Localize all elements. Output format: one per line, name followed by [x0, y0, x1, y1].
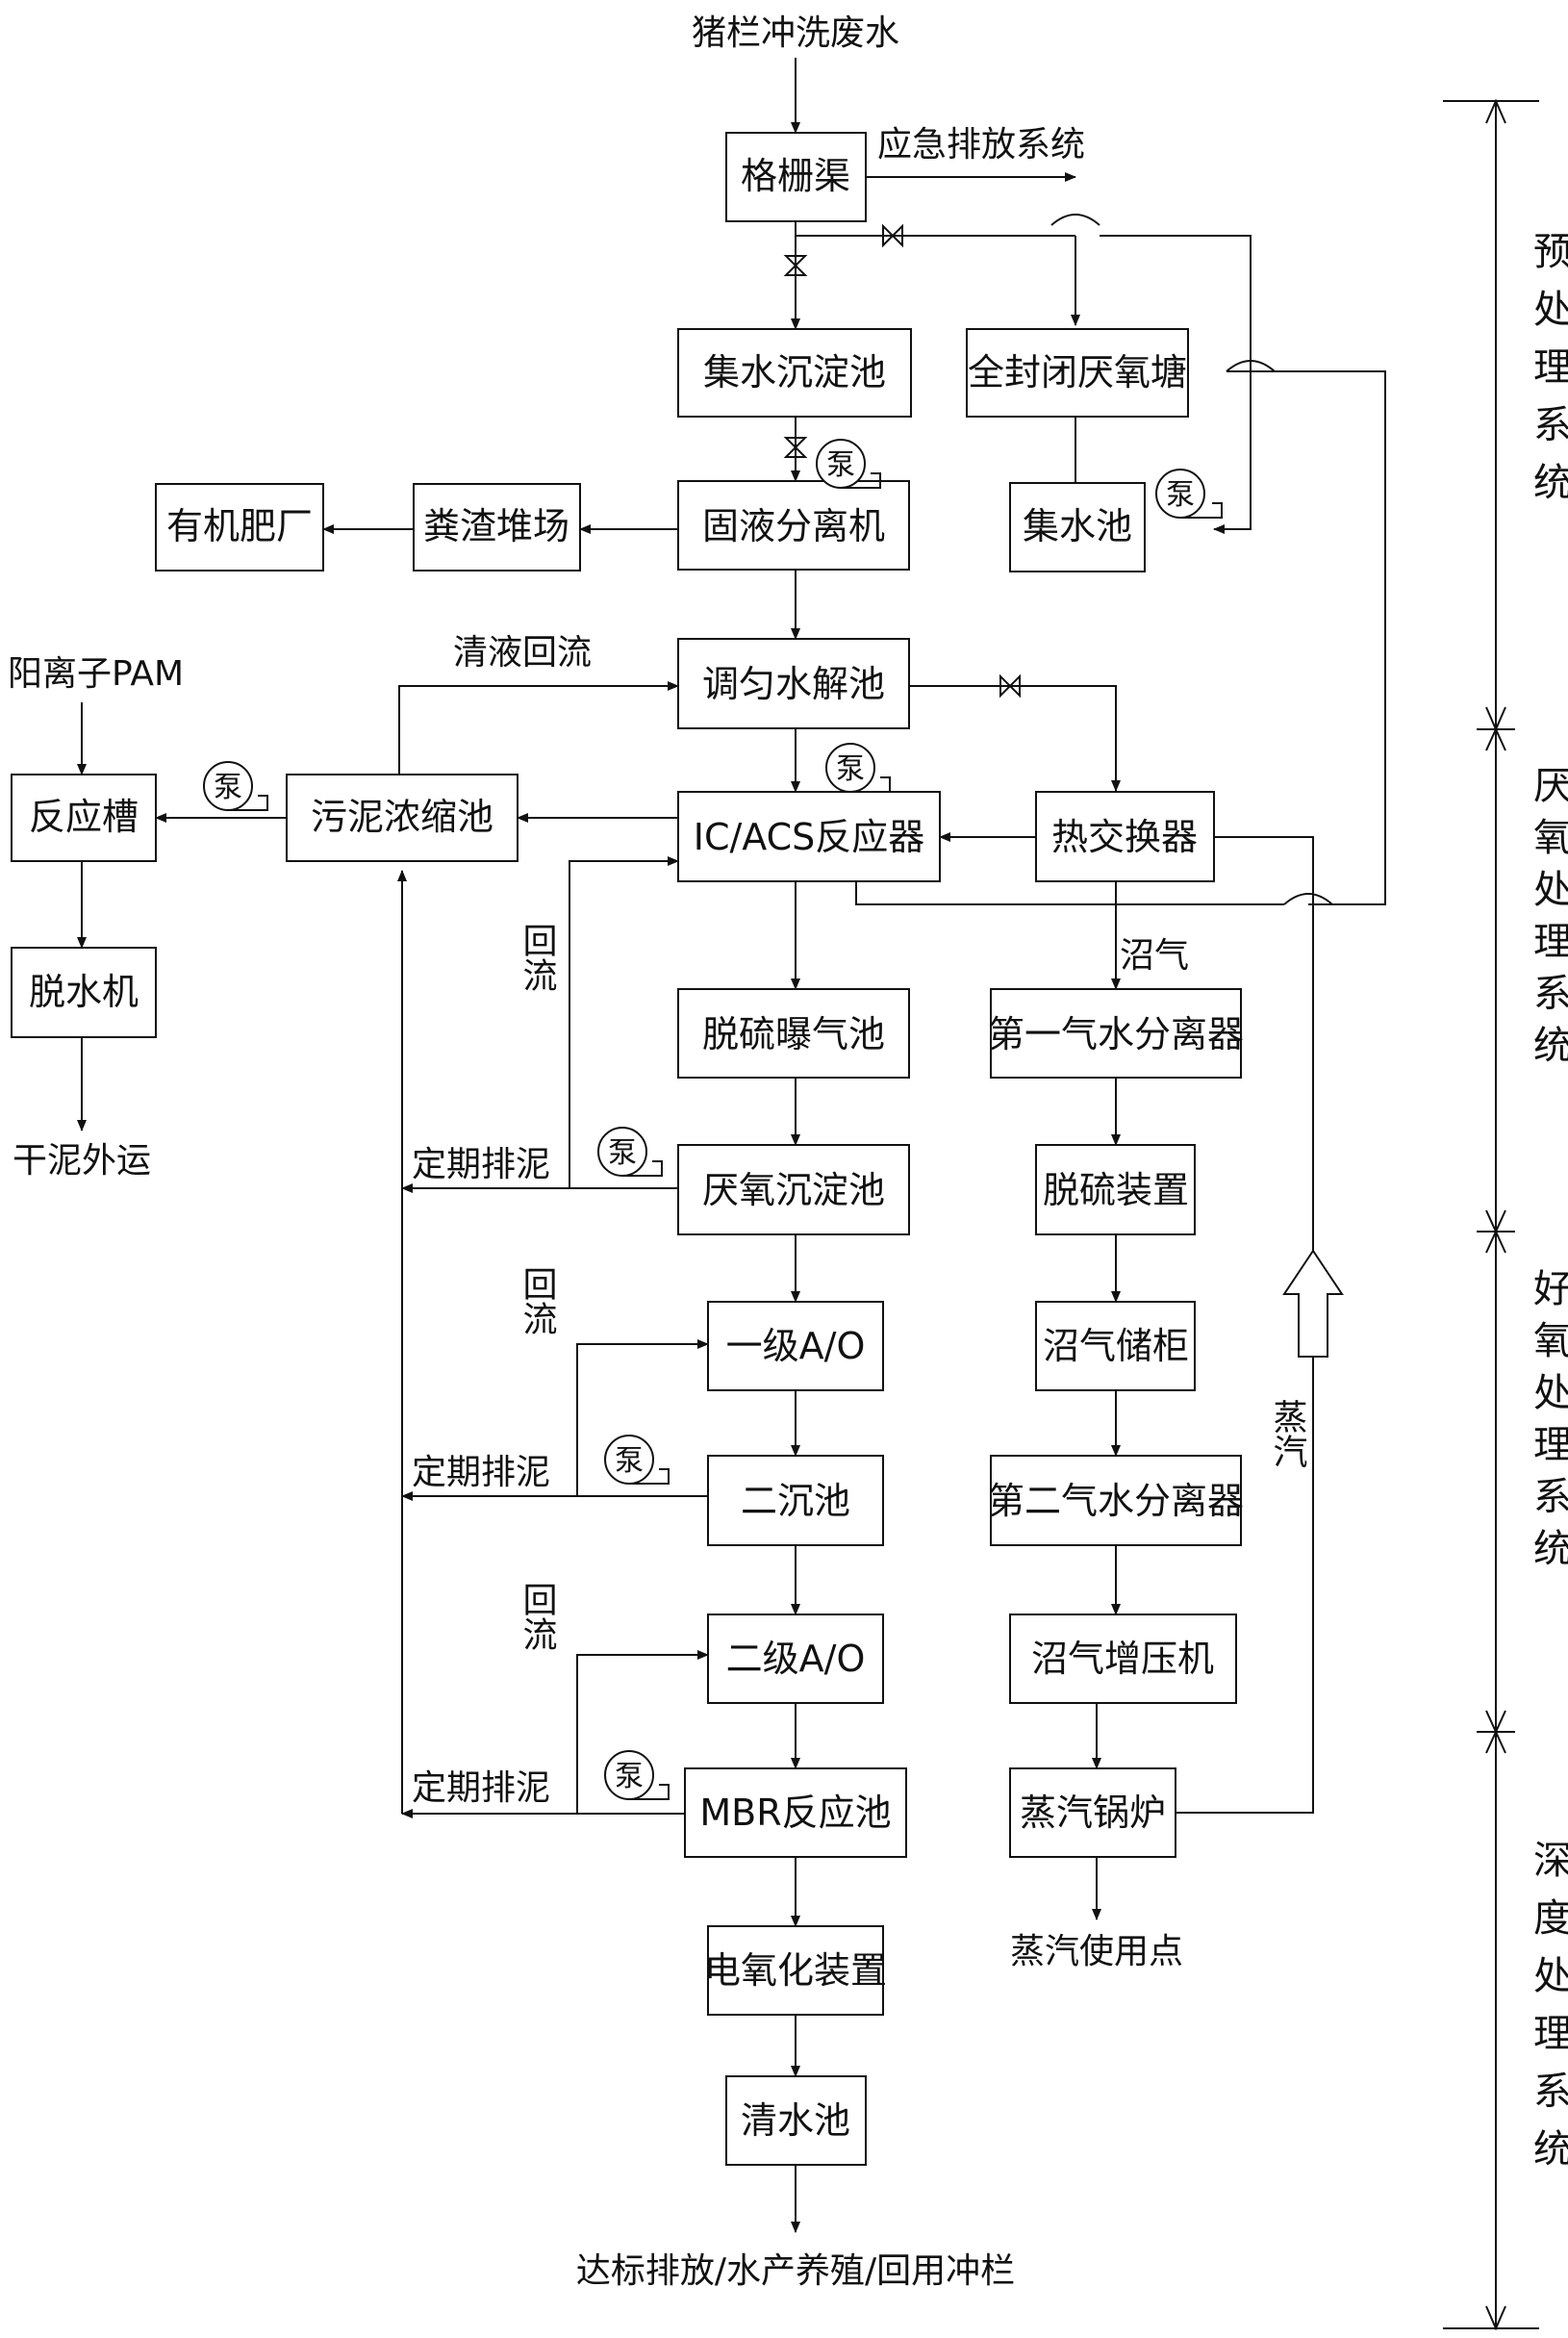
svg-text:格栅渠: 格栅渠: [741, 155, 850, 197]
label-dry-sludge: 干泥外运: [13, 1141, 151, 1181]
svg-text:反应槽: 反应槽: [29, 796, 139, 838]
label-input: 猪栏冲洗废水: [692, 13, 899, 53]
svg-text:第二气水分离器: 第二气水分离器: [988, 1480, 1244, 1522]
node-collect-settle: 集水沉淀池: [677, 328, 912, 418]
label-clear-return: 清液回流: [453, 633, 592, 673]
label-steam-use: 蒸汽使用点: [1010, 1932, 1183, 1971]
label-return-1: 回流: [518, 923, 557, 992]
svg-text:粪渣堆场: 粪渣堆场: [423, 505, 569, 547]
svg-text:全封闭厌氧塘: 全封闭厌氧塘: [968, 351, 1187, 394]
label-pam: 阳离子PAM: [8, 654, 184, 694]
node-boiler: 蒸汽锅炉: [1009, 1767, 1176, 1858]
svg-text:脱硫装置: 脱硫装置: [1043, 1169, 1189, 1211]
label-return-3: 回流: [518, 1582, 557, 1651]
label-output: 达标排放/水产养殖/回用冲栏: [576, 2251, 1015, 2291]
svg-text:泵: 泵: [615, 1444, 644, 1478]
svg-text:热交换器: 热交换器: [1051, 816, 1198, 858]
label-discharge-3: 定期排泥: [412, 1768, 550, 1808]
svg-text:二沉池: 二沉池: [741, 1480, 850, 1522]
pump-mbr-icon: 泵: [604, 1750, 670, 1800]
node-gw-sep1: 第一气水分离器: [988, 988, 1244, 1079]
svg-text:泵: 泵: [214, 771, 242, 804]
node-mbr: MBR反应池: [684, 1767, 907, 1858]
svg-text:污泥浓缩池: 污泥浓缩池: [311, 796, 493, 838]
label-steam: 蒸汽: [1268, 1399, 1307, 1468]
svg-text:泵: 泵: [826, 448, 855, 482]
node-hydrolysis: 调匀水解池: [677, 638, 910, 729]
node-second-settle: 二沉池: [707, 1455, 884, 1546]
svg-text:调匀水解池: 调匀水解池: [702, 663, 885, 705]
svg-text:泵: 泵: [615, 1760, 644, 1793]
svg-text:电氧化装置: 电氧化装置: [704, 1949, 887, 1992]
node-desulf-unit: 脱硫装置: [1035, 1144, 1196, 1235]
node-sealed-pond: 全封闭厌氧塘: [966, 328, 1189, 418]
svg-text:IC/ACS反应器: IC/ACS反应器: [694, 816, 925, 858]
node-organic-plant: 有机肥厂: [155, 483, 324, 572]
connectors: [77, 58, 1539, 2331]
node-ao1: 一级A/O: [707, 1301, 884, 1391]
label-discharge-1: 定期排泥: [412, 1145, 550, 1184]
label-biogas: 沼气: [1120, 936, 1189, 976]
node-screen-channel: 格栅渠: [725, 132, 867, 222]
svg-text:泵: 泵: [1166, 478, 1195, 512]
stage-pretreatment: 预处理系统: [1527, 231, 1568, 520]
svg-text:有机肥厂: 有机肥厂: [166, 505, 313, 547]
node-sump: 集水池: [1009, 482, 1146, 572]
label-discharge-2: 定期排泥: [412, 1453, 550, 1492]
node-electro: 电氧化装置: [704, 1925, 887, 2016]
node-reactor-tank: 反应槽: [11, 774, 157, 862]
svg-text:泵: 泵: [608, 1136, 637, 1170]
svg-text:二级A/O: 二级A/O: [726, 1638, 866, 1680]
svg-text:集水沉淀池: 集水沉淀池: [703, 351, 886, 394]
pump-anox-icon: 泵: [597, 1127, 663, 1177]
node-separator: 固液分离机: [677, 480, 910, 571]
label-return-2: 回流: [518, 1266, 557, 1335]
node-thickener: 污泥浓缩池: [286, 774, 518, 862]
node-gas-holder: 沼气储柜: [1035, 1301, 1196, 1391]
pump-ic-icon: 泵: [825, 743, 891, 793]
pump-separator-icon: 泵: [816, 439, 881, 489]
node-booster: 沼气增压机: [1009, 1614, 1237, 1704]
svg-text:蒸汽锅炉: 蒸汽锅炉: [1020, 1792, 1166, 1834]
pump-settle-icon: 泵: [604, 1435, 670, 1485]
node-ic-reactor: IC/ACS反应器: [677, 791, 941, 882]
svg-text:脱硫曝气池: 脱硫曝气池: [702, 1013, 885, 1055]
node-clear-pool: 清水池: [725, 2075, 867, 2166]
node-heat-exchanger: 热交换器: [1035, 791, 1215, 882]
svg-text:清水池: 清水池: [741, 2099, 850, 2142]
svg-text:沼气增压机: 沼气增压机: [1031, 1638, 1214, 1680]
svg-text:第一气水分离器: 第一气水分离器: [988, 1013, 1244, 1055]
stage-anaerobic: 厌氧处理系统: [1527, 765, 1568, 1077]
svg-text:脱水机: 脱水机: [29, 971, 139, 1013]
node-ao2: 二级A/O: [707, 1614, 884, 1704]
node-anox-settle: 厌氧沉淀池: [677, 1144, 910, 1235]
pump-sump-icon: 泵: [1155, 469, 1223, 519]
svg-text:固液分离机: 固液分离机: [702, 505, 885, 547]
svg-text:泵: 泵: [836, 752, 865, 786]
node-dewater: 脱水机: [11, 947, 157, 1038]
svg-text:集水池: 集水池: [1023, 505, 1132, 547]
svg-text:沼气储柜: 沼气储柜: [1043, 1325, 1189, 1367]
node-desulf-aeration: 脱硫曝气池: [677, 988, 910, 1079]
svg-text:一级A/O: 一级A/O: [726, 1325, 866, 1367]
node-manure-yard: 粪渣堆场: [413, 483, 581, 572]
stage-advanced: 深度处理系统: [1527, 1840, 1568, 2186]
pump-thickener-icon: 泵: [203, 761, 268, 811]
stage-aerobic: 好氧处理系统: [1527, 1268, 1568, 1580]
label-emergency: 应急排放系统: [877, 125, 1085, 165]
svg-text:MBR反应池: MBR反应池: [699, 1792, 891, 1834]
svg-text:厌氧沉淀池: 厌氧沉淀池: [702, 1169, 885, 1211]
node-gw-sep2: 第二气水分离器: [988, 1455, 1244, 1546]
